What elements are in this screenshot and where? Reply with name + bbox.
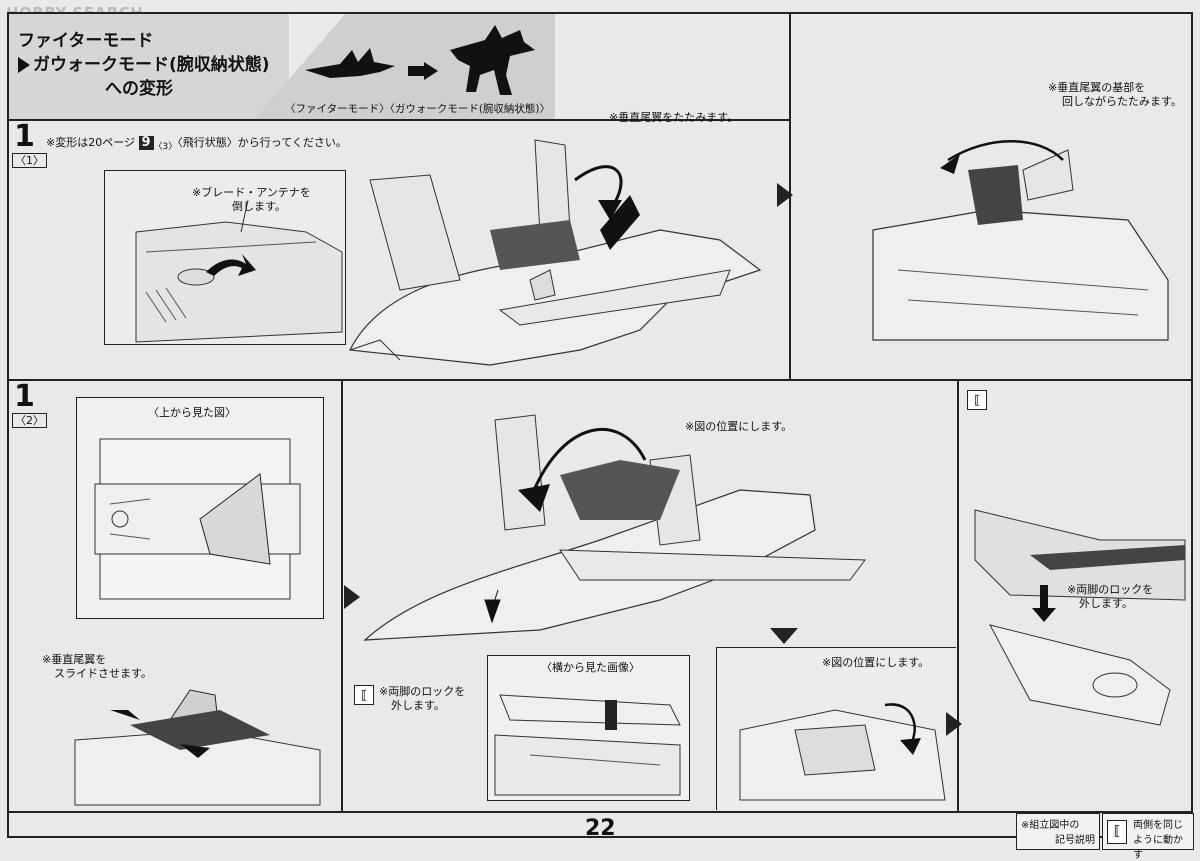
step-intro: ※変形は20ページ 9〈3〉〈飛行状態〉から行ってください。 xyxy=(46,135,347,153)
next-arrow-icon xyxy=(946,712,962,736)
top-view-drawing xyxy=(94,438,301,600)
both-sides-icon: ⟦ xyxy=(354,685,374,705)
fighter-jet-drawing xyxy=(349,139,762,366)
blade-antenna-note: ※ブレード・アンテナを xyxy=(192,186,311,199)
gerwalk-mode-silhouette xyxy=(450,25,535,95)
top-view-caption: 〈上から見た図〉 xyxy=(148,406,236,419)
leg-lock-drawing xyxy=(974,509,1186,726)
position-note: ※図の位置にします。 xyxy=(685,420,793,433)
page-number: 22 xyxy=(585,816,616,841)
next-arrow-icon xyxy=(344,585,360,609)
title-line-3: への変形 xyxy=(105,79,173,99)
both-sides-icon: ⟦ xyxy=(1107,820,1127,844)
divider xyxy=(341,381,343,812)
legend-box: ※組立図中の 記号説明 xyxy=(1016,813,1100,850)
divider xyxy=(9,119,789,121)
page-frame xyxy=(7,12,1193,838)
tail-rotation-drawing xyxy=(872,140,1169,341)
both-sides-icon: ⟦ xyxy=(967,390,987,410)
arrow-right-icon xyxy=(408,62,438,80)
step-number: 1 xyxy=(14,119,35,154)
unlock-legs-note-2: ※両脚のロックを 外します。 xyxy=(1067,583,1154,610)
leg-position-drawing xyxy=(739,703,946,801)
tail-slide-drawing xyxy=(74,689,321,806)
step-number: 1 xyxy=(14,379,35,414)
title-line-2: ガウォークモード(腕収納状態) xyxy=(18,50,270,75)
next-arrow-icon xyxy=(777,183,793,207)
blade-antenna-note-2: 倒します。 xyxy=(232,200,286,213)
gerwalk-transition-drawing xyxy=(363,414,866,641)
blade-antenna-drawing xyxy=(135,199,343,343)
slide-tail-note: ※垂直尾翼を スライドさせます。 xyxy=(42,653,152,680)
title-line-1: ファイターモード xyxy=(18,31,154,51)
tail-rotation-note: ※垂直尾翼の基部を 回しながらたたみます。 xyxy=(1048,81,1182,108)
down-arrow-icon xyxy=(770,628,798,644)
legend-box: ⟦ 両側を同じ ように動かす xyxy=(1102,813,1194,861)
title-block xyxy=(9,14,289,119)
divider xyxy=(9,811,1193,813)
step-sub-label: 〈1〉 xyxy=(12,153,47,168)
header-caption: 〈ファイターモード〉〈ガウォークモード(腕収納状態)〉 xyxy=(285,103,551,115)
divider xyxy=(957,381,959,812)
page-ref-badge: 9 xyxy=(138,136,154,150)
side-view-caption: 〈横から見た画像〉 xyxy=(541,661,640,674)
step-sub-label: 〈2〉 xyxy=(12,413,47,428)
fold-tail-note: ※垂直尾翼をたたみます。 xyxy=(609,111,739,124)
side-view-drawing xyxy=(494,694,681,796)
arrow-right-icon xyxy=(18,57,30,73)
position-note-2: ※図の位置にします。 xyxy=(822,656,930,669)
unlock-legs-note: ※両脚のロックを 外します。 xyxy=(379,685,466,712)
divider xyxy=(9,379,1193,381)
fighter-mode-silhouette xyxy=(305,48,395,78)
